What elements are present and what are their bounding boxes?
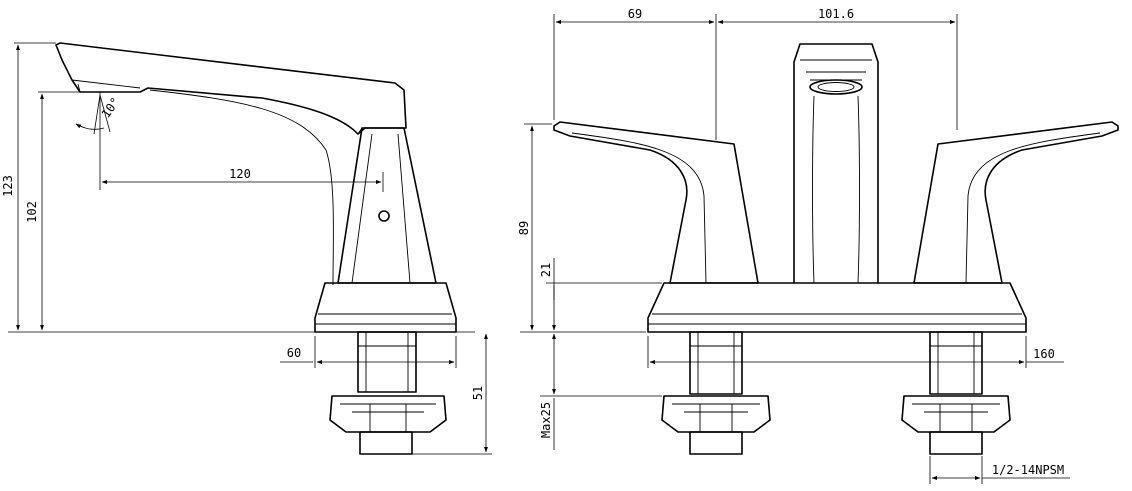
front-left-shank-lines <box>690 332 742 394</box>
side-body-inner <box>351 127 411 284</box>
front-right-tail <box>929 431 983 455</box>
front-left-handle <box>553 121 759 284</box>
label-overall-height: 123 <box>1 175 15 197</box>
front-right-shank-lines <box>930 332 982 394</box>
front-left-nut-lines <box>672 403 760 432</box>
side-spout-underside <box>149 89 334 286</box>
front-left-handle-inner <box>571 132 707 284</box>
label-base-height: 21 <box>539 263 553 277</box>
ext-line <box>99 94 111 133</box>
label-handle-height: 89 <box>517 221 531 235</box>
front-right-nut-lines <box>912 403 1000 432</box>
label-base-width: 160 <box>1033 347 1055 361</box>
front-spout-shading <box>812 95 860 284</box>
label-thread: 1/2-14NPSM <box>992 463 1064 477</box>
side-base <box>314 282 457 333</box>
front-right-handle <box>913 121 1119 284</box>
label-spray-angle: 10° <box>99 95 123 121</box>
label-center-to-right: 101.6 <box>818 7 854 21</box>
side-view: 123 102 120 10° 60 51 <box>1 42 492 455</box>
label-shank-length: 51 <box>471 386 485 400</box>
side-body <box>337 127 437 284</box>
ext-line <box>93 94 101 135</box>
front-left-nut <box>661 395 771 433</box>
label-left-to-center: 69 <box>628 7 642 21</box>
front-spout <box>793 43 879 284</box>
front-right-nut <box>901 395 1011 433</box>
label-base-depth: 60 <box>287 346 301 360</box>
front-base-lines <box>648 313 1026 325</box>
front-view: 69 101.6 89 21 Max25 160 1/2-14NPSM <box>517 7 1119 484</box>
front-left-tail <box>689 431 743 455</box>
label-spout-reach: 120 <box>229 167 251 181</box>
side-tail <box>359 431 413 455</box>
label-max-deck: Max25 <box>539 402 553 438</box>
label-spout-height: 102 <box>25 201 39 223</box>
front-spout-lines <box>800 59 872 81</box>
side-aerator-hole <box>378 210 390 222</box>
front-aerator-inner <box>817 82 855 92</box>
side-spout-lip <box>71 79 141 93</box>
front-aerator <box>809 79 863 95</box>
side-nut-lines <box>340 403 436 432</box>
side-nut <box>329 395 447 433</box>
front-right-handle-inner <box>965 132 1101 284</box>
side-base-lines <box>315 313 456 325</box>
dim-spray-angle <box>75 123 105 130</box>
front-base <box>647 282 1027 333</box>
